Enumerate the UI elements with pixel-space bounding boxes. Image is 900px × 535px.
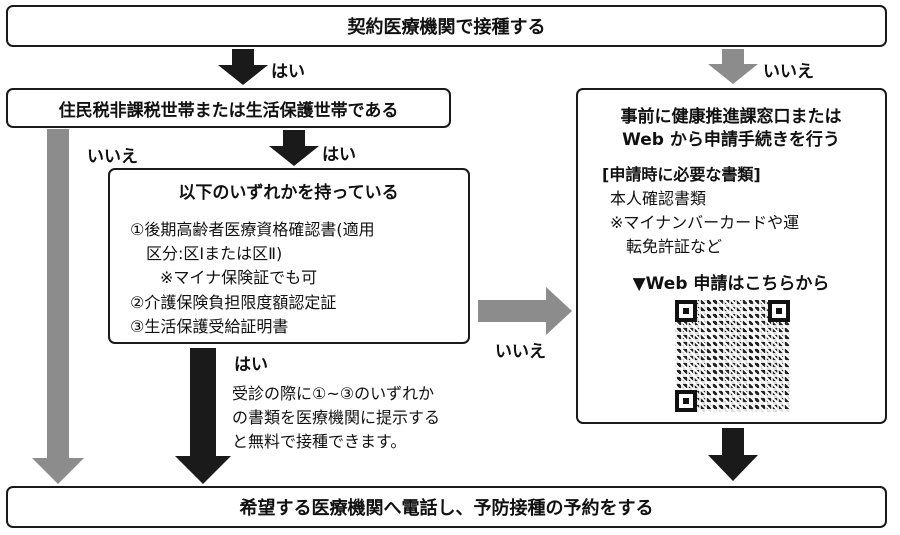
required-doc-3: 転免許証など [626,237,723,256]
arrow-no-2 [32,129,84,484]
doc-line-3: ※マイナ保険証でも可 [160,268,318,287]
required-docs-heading: [申請時に必要な書類] [602,165,761,184]
arrow-no-3 [478,287,572,335]
documents-condition-box: 以下のいずれかを持っている ①後期高齢者医療資格確認書(適用 区分:区Ⅰまたは区… [108,168,470,344]
required-doc-2: ※マイナンバーカードや運 [610,213,800,232]
label-yes-1: はい [271,62,305,82]
arrow-yes-2 [269,130,319,166]
label-yes-3: はい [234,355,268,375]
doc-line-1: ①後期高齢者医療資格確認書(適用 [130,220,375,239]
bottom-box-text: 希望する医療機関へ電話し、予防接種の予約をする [239,498,654,519]
application-title-2: Web から申請手続きを行う [622,130,840,150]
application-title-1: 事前に健康推進課窓口または [620,107,842,127]
qr-finder-pattern [675,300,697,322]
top-box-text: 契約医療機関で接種する [347,17,546,38]
doc-line-4: ②介護保険負担限度額認定証 [130,293,337,312]
arrow-yes-1 [218,49,268,85]
arrow-right-down [708,428,758,481]
household-condition-text: 住民税非課税世帯または生活保護世帯である [58,100,399,121]
arrow-no-1 [708,49,758,84]
bottom-box: 希望する医療機関へ電話し、予防接種の予約をする [6,486,887,528]
doc-line-2: 区分:区Ⅰまたは区Ⅱ) [146,244,283,263]
label-no-2: いいえ [87,147,138,167]
label-yes-2: はい [322,145,356,165]
free-vaccination-note-2: の書類を医療機関に提示する [232,408,441,427]
doc-line-5: ③生活保護受給証明書 [130,317,289,336]
label-no-1: いいえ [763,62,814,82]
free-vaccination-note-1: 受診の際に①~③のいずれか [232,384,435,403]
required-doc-1: 本人確認書類 [610,189,707,208]
qr-finder-pattern [675,390,697,412]
web-application-link[interactable]: ▼Web 申請はこちらから [632,274,830,294]
arrow-yes-3 [175,348,231,484]
household-condition-box: 住民税非課税世帯または生活保護世帯である [6,88,451,128]
free-vaccination-note-3: と無料で接種できます。 [232,432,407,451]
documents-condition-title: 以下のいずれかを持っている [178,183,399,203]
top-box: 契約医療機関で接種する [6,5,887,47]
qr-finder-pattern [768,300,790,322]
qr-code-image[interactable] [675,300,790,412]
label-no-3: いいえ [495,342,546,362]
